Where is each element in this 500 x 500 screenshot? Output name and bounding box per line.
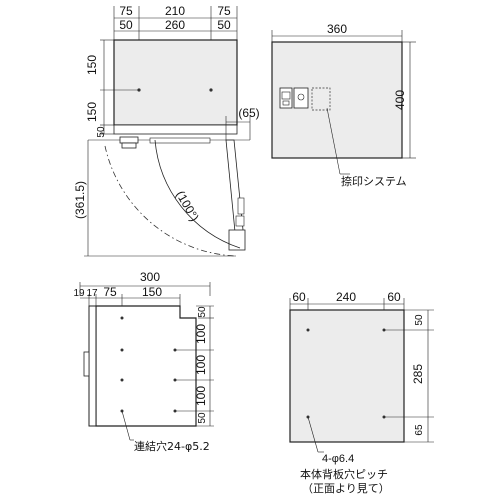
dim-right-50-bottom: 50 xyxy=(197,412,208,424)
back-view-right: 60 240 60 50 285 65 4-φ6.4 本体背板穴ピッチ （正面よ… xyxy=(289,290,434,495)
dim-offset: (65) xyxy=(238,106,259,120)
dim-row-75: 75 xyxy=(103,285,117,299)
dim-row-17: 17 xyxy=(86,288,98,299)
dim-depth: (361.5) xyxy=(73,181,87,219)
dim-left-upper: 150 xyxy=(85,55,99,75)
dim-holes-center: 240 xyxy=(336,290,356,304)
front-body xyxy=(113,39,238,126)
front-view: 75 210 75 50 260 50 150 150 50 xyxy=(85,4,238,138)
dim-holes-right: 60 xyxy=(387,290,401,304)
front-view-note: （正面より見て） xyxy=(302,482,390,495)
back-view-left: 300 19 17 75 150 50 100 100 100 50 xyxy=(73,270,214,453)
dim-top-right: 75 xyxy=(217,4,231,18)
dim-right-285: 285 xyxy=(411,364,425,384)
dim-right-65: 65 xyxy=(414,424,425,436)
dim-left-small: 50 xyxy=(96,126,107,138)
back-pitch-label: 本体背板穴ピッチ xyxy=(300,467,388,481)
dim-angle: (100°) xyxy=(173,188,202,223)
dim-top-center: 210 xyxy=(165,4,185,18)
dim-top-left: 75 xyxy=(119,4,133,18)
hole-spec-label: 4-φ6.4 xyxy=(322,453,354,465)
dim-right-50: 50 xyxy=(414,314,425,326)
dim-mid-right: 50 xyxy=(217,18,231,32)
back-width-label: 300 xyxy=(140,270,160,284)
dim-row-19: 19 xyxy=(73,288,85,299)
dim-mid-center: 260 xyxy=(165,18,185,32)
dim-right-100-c: 100 xyxy=(194,386,208,406)
door-height-label: 400 xyxy=(393,90,407,110)
dim-row-150: 150 xyxy=(142,285,162,299)
dim-holes-left: 60 xyxy=(292,290,306,304)
dim-right-100-a: 100 xyxy=(194,324,208,344)
dim-mid-left: 50 xyxy=(119,18,133,32)
stamp-unit xyxy=(279,87,331,111)
connection-hole-label: 連結穴24-φ5.2 xyxy=(134,439,210,453)
dim-left-lower: 150 xyxy=(85,102,99,122)
dim-right-50-top: 50 xyxy=(197,306,208,318)
stamp-system-label: 捺印システム xyxy=(341,174,407,188)
dim-right-100-b: 100 xyxy=(194,355,208,375)
door-view: 360 400 捺印システム xyxy=(271,22,416,188)
door-width-label: 360 xyxy=(327,22,347,36)
